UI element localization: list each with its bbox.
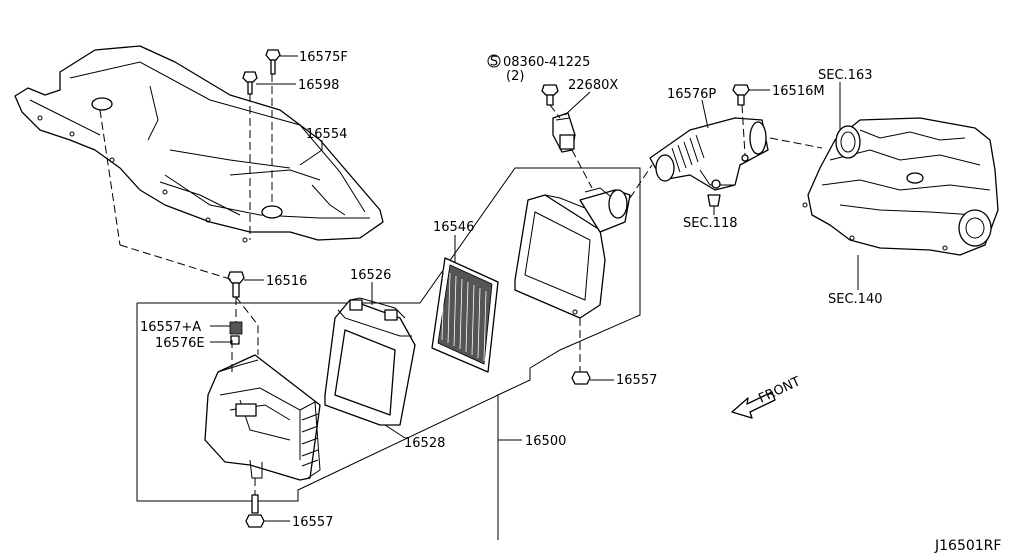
label-16576E: 16576E xyxy=(155,336,205,351)
grommet-16557A xyxy=(229,321,243,335)
diagram-id: J16501RF xyxy=(934,538,1001,554)
label-16526: 16526 xyxy=(350,268,391,283)
label-sec118: SEC.118 xyxy=(683,216,738,231)
engine-cover-16554 xyxy=(14,45,384,243)
label-16554: 16554 xyxy=(306,127,347,142)
air-cleaner-lower-case xyxy=(204,354,321,481)
air-duct-16576P xyxy=(649,117,769,191)
intake-manifold xyxy=(802,117,999,256)
sec118-connector xyxy=(707,194,721,207)
mass-air-flow-sensor-22680X xyxy=(552,112,576,153)
leader-lines xyxy=(210,55,859,522)
air-cleaner-upper-case xyxy=(514,187,631,319)
label-16557-right: 16557 xyxy=(616,373,657,388)
label-08360: 08360-41225 xyxy=(503,55,590,70)
label-sec140: SEC.140 xyxy=(828,292,883,307)
label-08360-qty: (2) xyxy=(506,69,524,84)
collar-16576E xyxy=(230,335,240,345)
bolt-16575F xyxy=(265,49,281,75)
label-16500: 16500 xyxy=(525,434,566,449)
label-22680X: 22680X xyxy=(568,78,618,93)
label-sec163: SEC.163 xyxy=(818,68,873,83)
label-front: FRONT xyxy=(756,374,803,406)
dashed-leaders xyxy=(99,74,823,495)
label-16516: 16516 xyxy=(266,274,307,289)
screw-symbol-icon: S xyxy=(487,54,501,70)
screw-symbol-text: S xyxy=(490,55,498,70)
filter-frame-16526 xyxy=(324,297,416,426)
screw-08360 xyxy=(541,84,559,106)
air-filter-element-16546 xyxy=(431,257,499,373)
bolt-16516M xyxy=(732,84,750,106)
label-16557A: 16557+A xyxy=(140,320,201,335)
bolt-16598 xyxy=(242,71,258,95)
label-16576P: 16576P xyxy=(667,87,716,102)
label-16575F: 16575F xyxy=(299,50,348,65)
grommet-16557-bottom xyxy=(245,494,265,528)
label-16557-bottom: 16557 xyxy=(292,515,333,530)
label-16546: 16546 xyxy=(433,220,474,235)
label-16516M: 16516M xyxy=(772,84,825,99)
grommet-16557-right xyxy=(571,371,591,385)
front-arrow-icon xyxy=(731,391,776,419)
assembly-frame xyxy=(136,167,641,540)
label-16598: 16598 xyxy=(298,78,339,93)
label-16528: 16528 xyxy=(404,436,445,451)
bolt-16516 xyxy=(227,271,245,298)
